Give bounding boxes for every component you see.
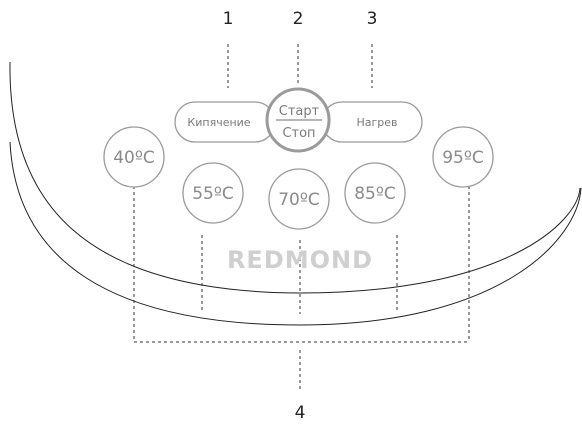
temp-button-40[interactable]: 40ºC	[103, 126, 165, 188]
boil-button[interactable]: Кипячение	[174, 101, 276, 143]
temp-label-55: 55ºC	[192, 184, 234, 204]
heat-button[interactable]: Нагрев	[321, 101, 423, 143]
body-outline-inner	[9, 61, 581, 294]
temp-button-70[interactable]: 70ºC	[268, 168, 330, 230]
temp-button-85[interactable]: 85ºC	[344, 162, 406, 224]
temp-label-70: 70ºC	[278, 190, 320, 210]
callout-3: 3	[367, 9, 378, 29]
boil-button-label: Кипячение	[187, 116, 250, 129]
temp-label-40: 40ºC	[113, 148, 155, 168]
stop-label: Стоп	[282, 126, 315, 141]
start-label: Старт	[279, 104, 320, 119]
brand-logo: REDMOND	[227, 246, 373, 274]
temp-label-95: 95ºC	[442, 148, 484, 168]
temp-button-55[interactable]: 55ºC	[182, 162, 244, 224]
body-outline-outer	[9, 141, 582, 326]
start-stop-button[interactable]: Старт Стоп	[265, 87, 331, 153]
callout-2: 2	[293, 9, 304, 29]
callout-4: 4	[295, 403, 306, 423]
temp-label-85: 85ºC	[354, 184, 396, 204]
temp-button-95[interactable]: 95ºC	[432, 126, 494, 188]
callout-1: 1	[223, 9, 234, 29]
heat-button-label: Нагрев	[356, 116, 397, 129]
